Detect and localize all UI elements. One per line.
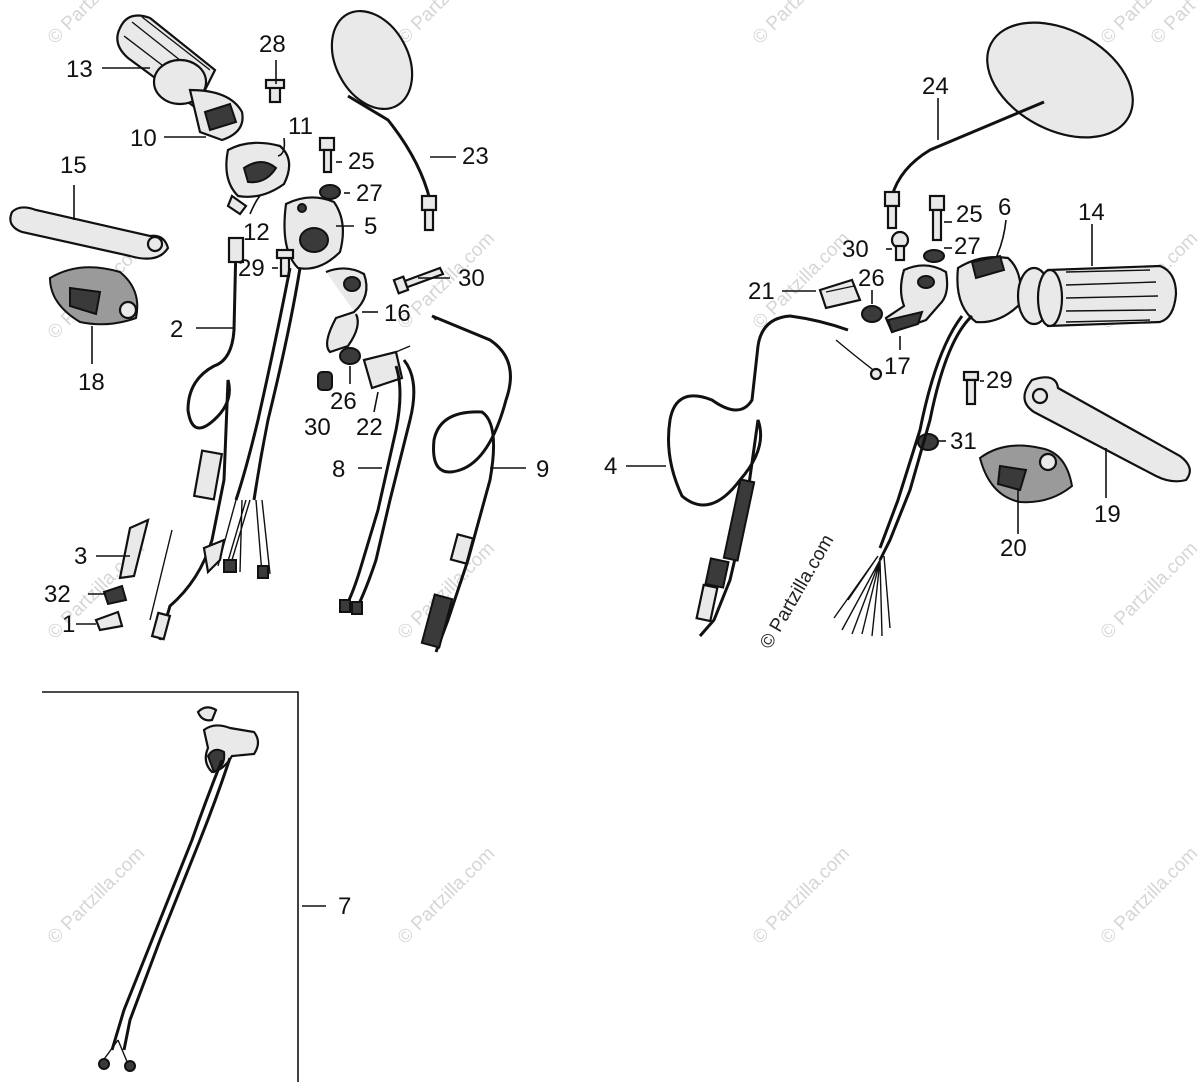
clutch-cable: [420, 314, 512, 653]
callout-7: 7: [338, 893, 351, 920]
nut: [102, 584, 128, 606]
watermark: © Partz: [1097, 0, 1157, 49]
callout-labels: 24 25 6 14 30 27 26 21 17 29 31 4 19 20: [604, 73, 1121, 562]
front-stop-switch: [362, 345, 411, 390]
callout-6: 6: [998, 194, 1011, 221]
clutch-lever-bracket: [48, 266, 139, 326]
cable-adjuster: [118, 518, 150, 580]
screw: [275, 248, 295, 278]
cable-end: [94, 610, 124, 632]
watermark: © Partzilla.com: [756, 531, 838, 652]
brake-cable: [667, 314, 883, 637]
switch-wire-harness: [202, 267, 302, 579]
callout-32: 32: [44, 581, 71, 608]
callout-25: 25: [348, 148, 375, 175]
front-stop-switch: [818, 278, 862, 310]
mirror-adapter-bolt: [928, 194, 946, 242]
callout-3: 3: [74, 543, 87, 570]
inset-box: 7: [42, 691, 351, 1082]
callout-30: 30: [304, 414, 331, 441]
callout-leaders: [73, 60, 526, 625]
watermark: © Partz: [44, 0, 104, 49]
watermark: © Partzilla.com: [394, 843, 499, 948]
callout-24: 24: [922, 73, 949, 100]
callout-18: 18: [78, 369, 105, 396]
callout-17: 17: [884, 353, 911, 380]
front-brake-lever: [1023, 376, 1191, 483]
callout-21: 21: [748, 278, 775, 305]
callout-27: 27: [954, 233, 981, 260]
callout-10: 10: [130, 125, 157, 152]
switch-housing: [283, 196, 345, 270]
brake-lever-mount: [325, 267, 368, 354]
watermark: © Partzilla.com: [1097, 843, 1200, 948]
callout-5: 5: [364, 213, 377, 240]
callout-2: 2: [170, 316, 183, 343]
left-mirror: [330, 9, 438, 232]
watermark: © Partzilla.com: [1097, 538, 1200, 643]
brake-lever-bracket: [978, 444, 1074, 504]
throttle-tube: [188, 88, 244, 142]
callout-8: 8: [332, 456, 345, 483]
nut: [339, 347, 361, 365]
callout-29: 29: [986, 367, 1013, 394]
screw: [264, 78, 286, 104]
callout-23: 23: [462, 143, 489, 170]
switch-housing: [956, 254, 1052, 326]
screw: [962, 370, 980, 406]
watermark: © Part: [1147, 0, 1200, 49]
cable-inner-wire: [149, 529, 173, 621]
starter-switch: [202, 724, 260, 774]
washer: [923, 249, 945, 263]
callout-20: 20: [1000, 535, 1027, 562]
callout-1: 1: [62, 611, 75, 638]
right-mirror: [883, 21, 1134, 230]
starter-switch-cable: [98, 757, 232, 1072]
callout-31: 31: [950, 428, 977, 455]
callout-15: 15: [60, 152, 87, 179]
callout-26: 26: [330, 388, 357, 415]
callout-27: 27: [356, 180, 383, 207]
callout-22: 22: [356, 414, 383, 441]
callout-4: 4: [604, 453, 617, 480]
watermark: © Partzilla.com: [44, 843, 149, 948]
grip: [1036, 264, 1178, 328]
right-handlebar-assembly: 24 25 6 14 30 27 26 21 17 29 31 4 19 20: [604, 21, 1191, 637]
callout-19: 19: [1094, 501, 1121, 528]
callout-30: 30: [458, 265, 485, 292]
throttle-housing: [225, 141, 291, 216]
callout-25: 25: [956, 201, 983, 228]
throttle-cable: [150, 236, 245, 641]
callout-26: 26: [858, 265, 885, 292]
callout-16: 16: [384, 300, 411, 327]
callout-13: 13: [66, 56, 93, 83]
callout-12: 12: [243, 219, 270, 246]
bolt: [890, 230, 910, 262]
watermark: © Partzilla.com: [749, 843, 854, 948]
callout-11: 11: [288, 113, 313, 140]
watermark: © Partz: [749, 0, 809, 49]
switch-wire-harness: [833, 314, 974, 637]
left-handlebar-assembly: 13 10 28 11 25 23 27 12 5 15 29 30 2 16 …: [9, 9, 549, 653]
bolt: [317, 371, 333, 391]
clutch-lever: [9, 206, 170, 260]
callout-30: 30: [842, 236, 869, 263]
callout-29: 29: [238, 255, 265, 282]
callout-leaders: [626, 98, 1107, 534]
switch-cap: [196, 706, 218, 722]
stop-switch-cable: [339, 359, 416, 615]
callout-14: 14: [1078, 199, 1105, 226]
nut: [861, 305, 883, 323]
callout-28: 28: [259, 31, 286, 58]
washer: [319, 184, 341, 200]
callout-labels: 13 10 28 11 25 23 27 12 5 15 29 30 2 16 …: [44, 31, 549, 638]
mirror-adapter-bolt: [318, 136, 336, 174]
brake-lever-mount: [884, 264, 949, 334]
callout-9: 9: [536, 456, 549, 483]
